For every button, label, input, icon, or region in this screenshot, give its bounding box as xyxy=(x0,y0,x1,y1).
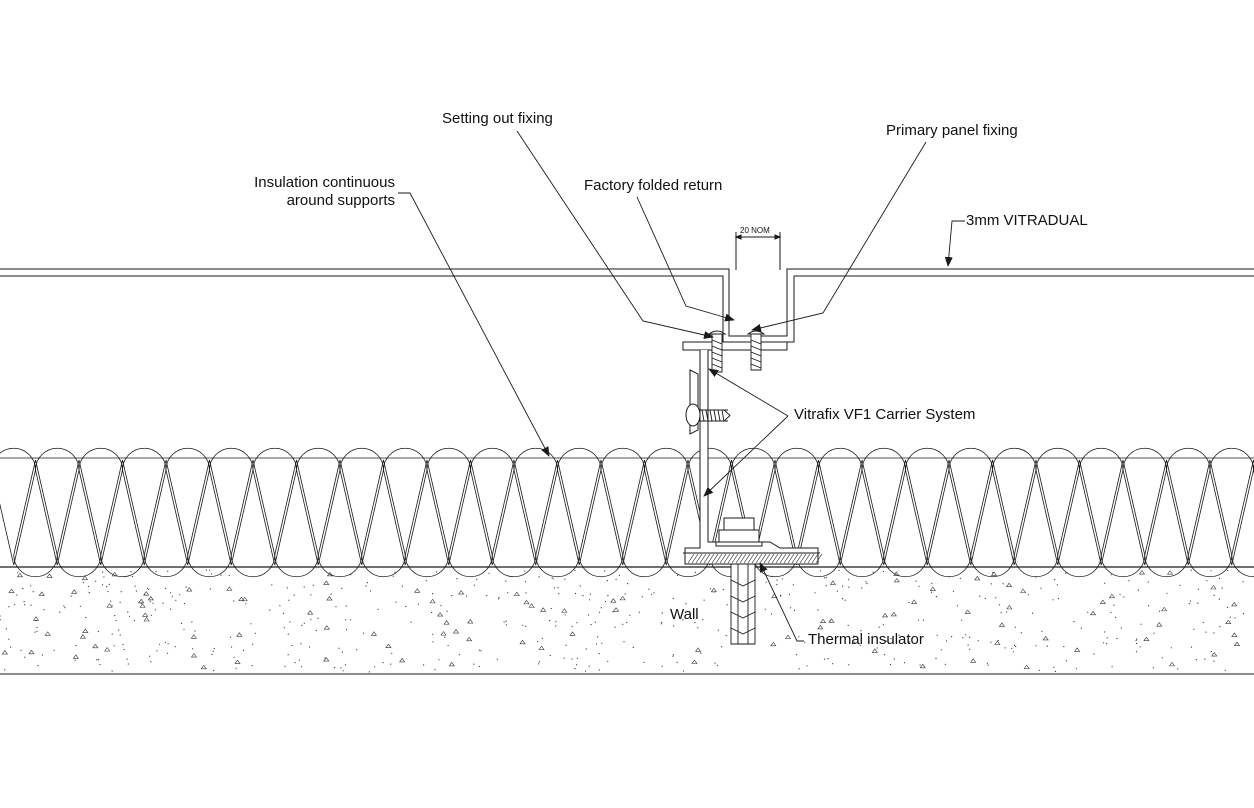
insulation-lobe xyxy=(514,448,558,565)
carrier-leader-1 xyxy=(708,368,788,416)
insulation-lobe xyxy=(645,448,689,565)
insulation-lobe xyxy=(123,448,167,565)
insulation-leader xyxy=(398,193,550,457)
insulation-lobe xyxy=(427,448,471,565)
insulation-lobe xyxy=(384,448,428,565)
vitradual-panel xyxy=(0,232,1254,342)
panel-leader xyxy=(944,221,965,267)
insulation-lobe xyxy=(1167,448,1211,565)
insulation-lobe xyxy=(340,448,384,565)
insulation-lobe xyxy=(819,448,863,565)
primary-fixing-leader xyxy=(751,142,926,332)
thermal-insulator-pad xyxy=(685,553,822,564)
wall-label: Wall xyxy=(670,606,699,623)
insulation-lobe xyxy=(558,448,602,565)
leader-lines xyxy=(398,131,965,641)
insulation-lobe xyxy=(601,448,645,565)
insulation-lobe xyxy=(79,448,123,565)
dimension-label: 20 NOM xyxy=(740,226,770,235)
insulation-lobe xyxy=(36,448,80,565)
wall xyxy=(0,569,1254,675)
vitradual-panel-label: 3mm VITRADUAL xyxy=(966,212,1088,229)
insulation-lobe xyxy=(1080,448,1124,565)
insulation-lobe xyxy=(1036,448,1080,565)
insulation-lobe xyxy=(166,448,210,565)
insulation-lobe xyxy=(1210,448,1254,565)
carrier-leader-2 xyxy=(703,416,788,497)
insulation-lobe xyxy=(906,448,950,565)
factory-folded-return-label: Factory folded return xyxy=(584,177,723,194)
insulation-layer xyxy=(0,448,1254,577)
insulation-lobe xyxy=(775,448,819,565)
vf1-carrier-bracket xyxy=(683,342,820,553)
thermal-insulator-leader xyxy=(759,562,804,641)
insulation-lobe xyxy=(949,448,993,565)
setting-out-fixing-label: Setting out fixing xyxy=(442,110,553,127)
carrier-system-label: Vitrafix VF1 Carrier System xyxy=(794,406,976,423)
thermal-insulator-label: Thermal insulator xyxy=(808,631,924,648)
insulation-lobe xyxy=(253,448,297,565)
wall-anchor xyxy=(731,564,755,644)
primary-panel-fixing-label: Primary panel fixing xyxy=(886,122,1018,139)
insulation-lobe xyxy=(993,448,1037,565)
insulation-label-line2: around supports xyxy=(286,192,395,209)
insulation-lobe xyxy=(210,448,254,565)
insulation-lobe xyxy=(862,448,906,565)
insulation-label-line1: Insulation continuous xyxy=(254,174,395,191)
insulation-lobe xyxy=(0,448,36,565)
insulation-lobe xyxy=(471,448,515,565)
factory-return-leader xyxy=(637,197,735,322)
insulation-lobe xyxy=(1123,448,1167,565)
insulation-lobe xyxy=(297,448,341,565)
setting-out-leader xyxy=(517,131,714,339)
